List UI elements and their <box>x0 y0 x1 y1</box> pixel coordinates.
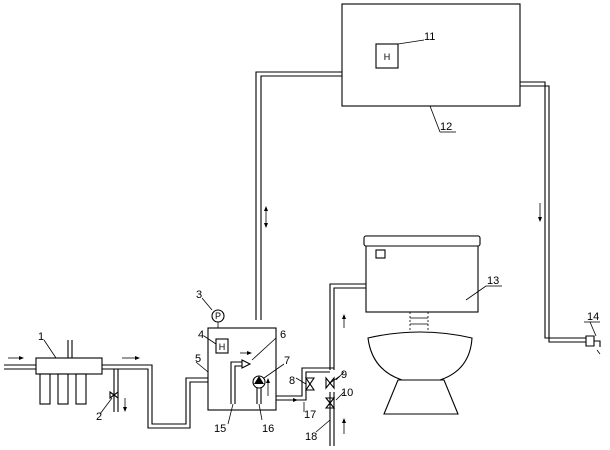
pipe-tank-to-unit <box>255 71 342 320</box>
valve-8 <box>304 377 316 391</box>
leader-14 <box>589 321 597 337</box>
pipe-tank-to-tap <box>520 81 586 343</box>
heater-4 <box>215 338 229 354</box>
label-10: 10 <box>341 387 353 399</box>
label-18: 18 <box>305 431 317 443</box>
leader-16 <box>258 403 263 421</box>
pipe-filter-to-unit <box>102 356 208 429</box>
leader-4 <box>203 335 217 345</box>
upper-tank-12 <box>341 3 521 107</box>
leader-6 <box>251 337 277 361</box>
gauge-symbol: P <box>215 311 221 321</box>
label-14: 14 <box>587 311 599 323</box>
label-17: 17 <box>304 409 316 421</box>
leader-3 <box>201 297 213 311</box>
label-5: 5 <box>195 353 201 365</box>
label-16: 16 <box>262 423 274 435</box>
leader-9 <box>335 371 345 381</box>
label-3: 3 <box>196 289 202 301</box>
label-2: 2 <box>96 411 102 423</box>
label-1: 1 <box>38 331 44 343</box>
toilet-13 <box>363 235 481 415</box>
leader-8 <box>295 377 307 385</box>
label-4: 4 <box>198 329 204 341</box>
leader-15 <box>227 403 234 425</box>
internal-pipe-15 <box>230 351 252 404</box>
label-13: 13 <box>487 275 499 287</box>
pipe-unit-to-valves <box>276 367 334 402</box>
leader-10 <box>335 391 345 401</box>
label-11: 11 <box>424 31 435 43</box>
heater-symbol-11: H <box>384 52 391 62</box>
label-9: 9 <box>341 369 347 381</box>
leader-1 <box>43 339 57 359</box>
check-valve-6 <box>241 359 252 369</box>
leader-5 <box>195 361 209 373</box>
label-6: 6 <box>280 329 286 341</box>
leader-18 <box>315 419 331 433</box>
label-7: 7 <box>284 355 290 367</box>
leader-12 <box>429 105 441 133</box>
pressure-gauge-3 <box>211 309 225 328</box>
leader-7 <box>263 363 285 379</box>
faucet-14 <box>585 335 601 355</box>
drain-valve-2 <box>109 369 127 412</box>
heater-element-11 <box>375 43 399 69</box>
pipe-to-toilet-tank <box>329 283 366 370</box>
inflow-arrowhead-10 <box>342 418 346 423</box>
label-15: 15 <box>214 423 226 435</box>
heater-symbol-4: H <box>219 342 226 352</box>
pump-7 <box>252 375 270 404</box>
label-8: 8 <box>289 375 295 387</box>
label-12: 12 <box>440 121 452 133</box>
inlet-pipe <box>4 356 36 370</box>
leader-2 <box>99 397 113 415</box>
filter-1 <box>35 340 103 405</box>
leader-13 <box>465 285 487 301</box>
leader-11 <box>397 39 425 45</box>
